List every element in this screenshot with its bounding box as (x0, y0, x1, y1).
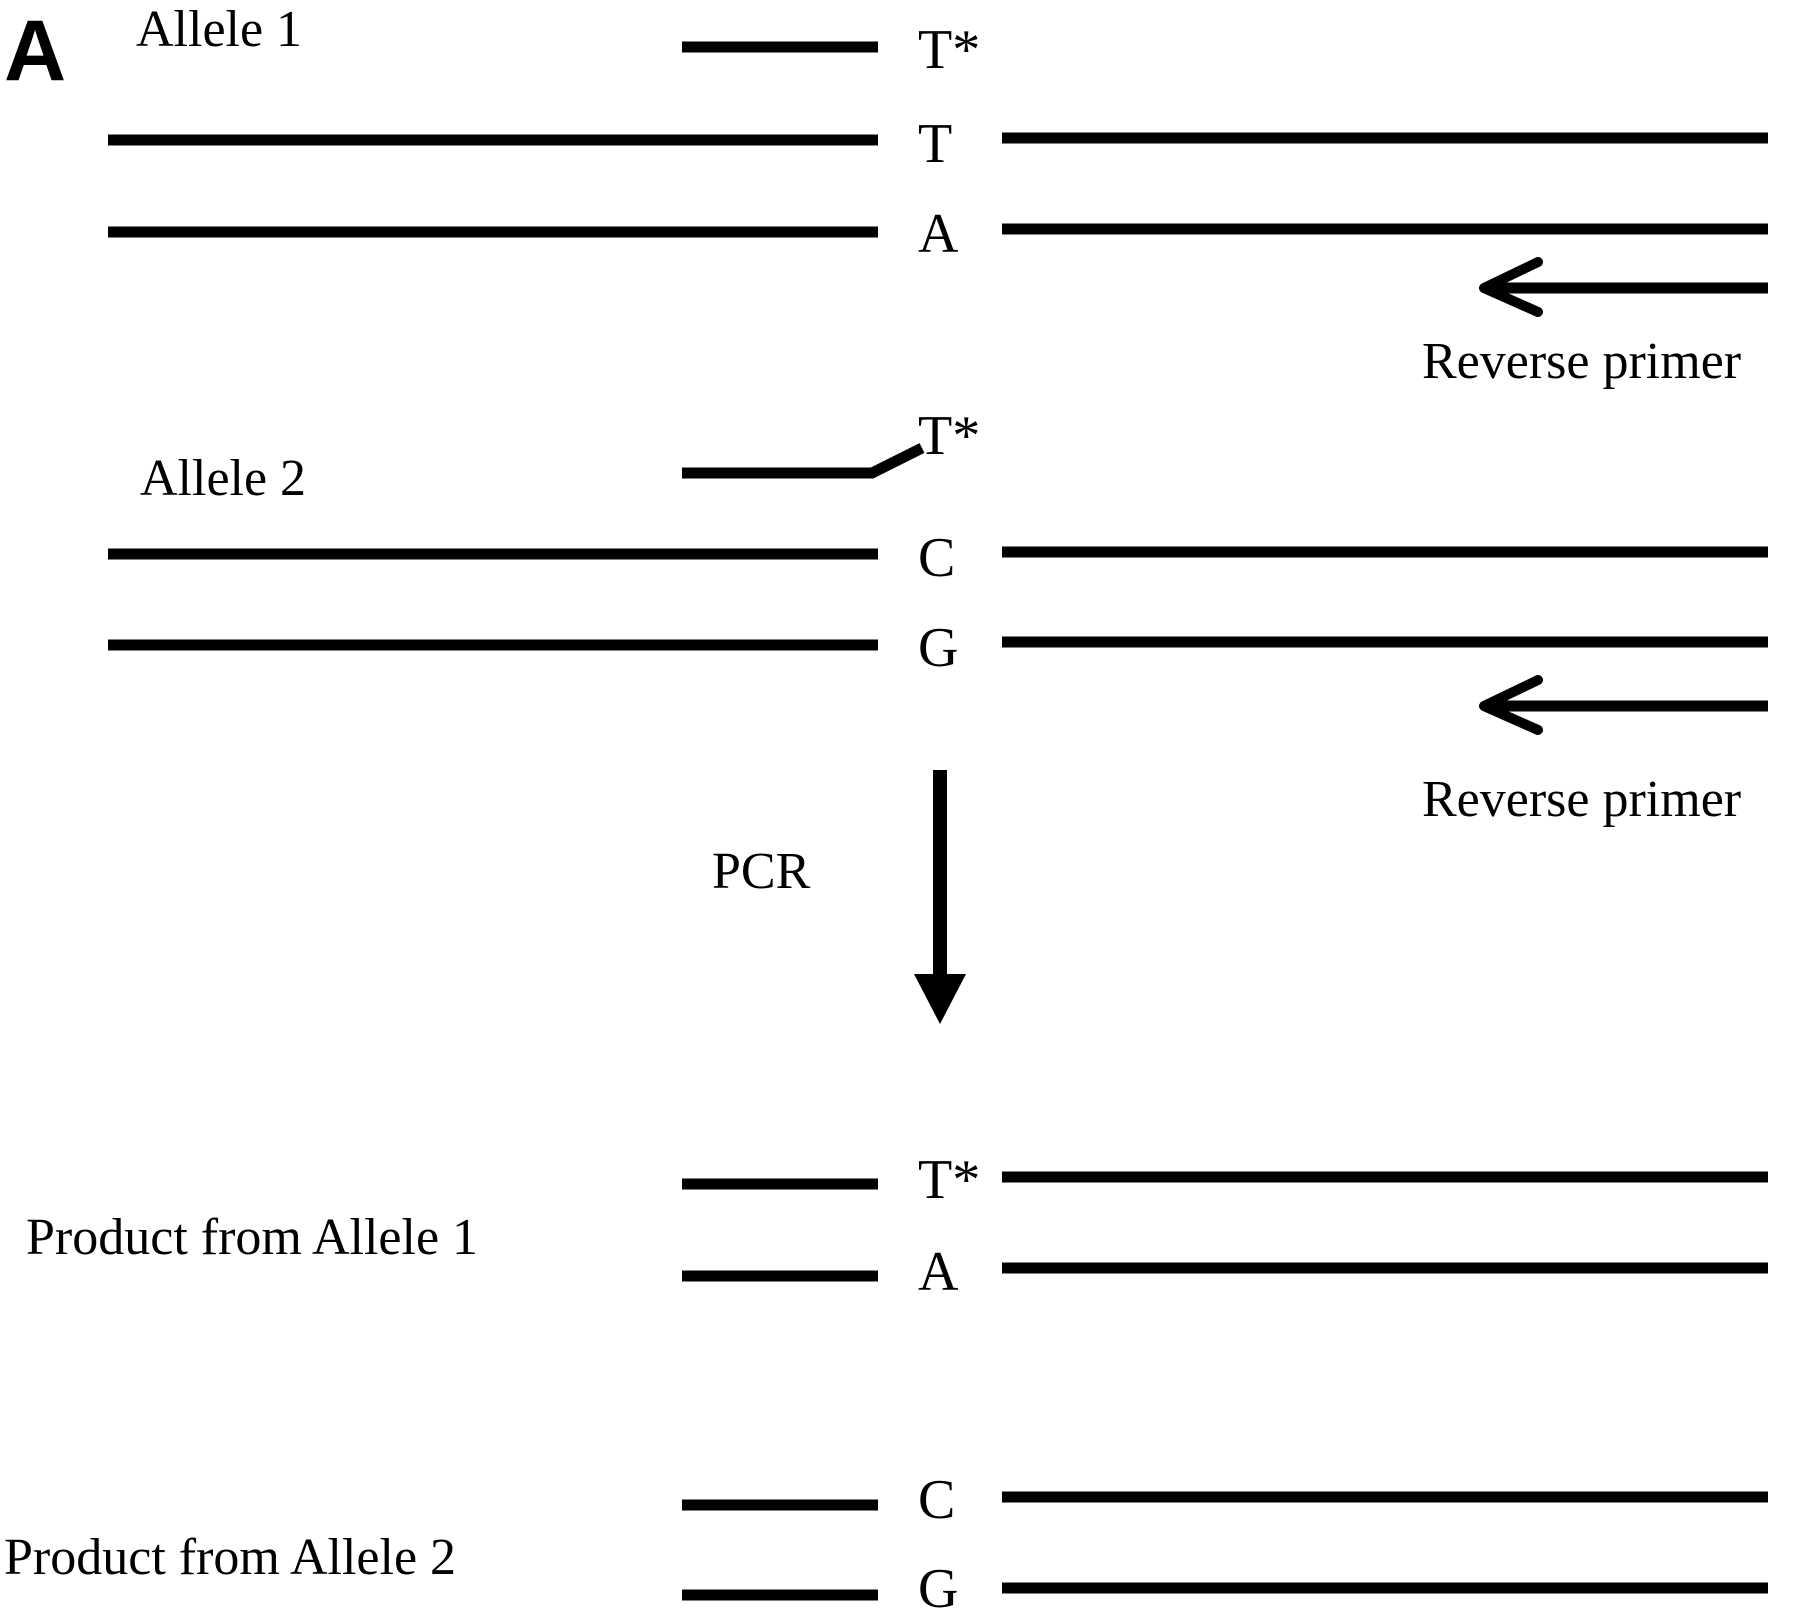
allele-2-primer-base: T* (918, 405, 980, 467)
product-2-bottom-base: G (918, 1558, 958, 1610)
allele-2-reverse-primer-arrow (1479, 675, 1768, 735)
product-2-top-base: C (918, 1469, 955, 1531)
down-arrow-icon (914, 974, 966, 1024)
product-2-group: Product from Allele 2 C G (4, 1469, 1768, 1610)
allele-2-label: Allele 2 (140, 450, 306, 507)
pcr-step: PCR (712, 770, 966, 1024)
allele-1-top-base: T (918, 113, 952, 175)
allele-1-reverse-primer-arrow (1479, 257, 1768, 317)
allele-2-bottom-base: G (918, 617, 958, 679)
product-1-label: Product from Allele 1 (26, 1209, 478, 1266)
allele-1-reverse-primer-label: Reverse primer (1422, 333, 1741, 390)
allele-2-mismatched-primer-strand (682, 443, 925, 479)
allele-1-bottom-base: A (918, 203, 959, 265)
product-1-group: Product from Allele 1 T* A (26, 1149, 1768, 1303)
allele-2-top-base: C (918, 527, 955, 589)
allele-1-label: Allele 1 (136, 1, 302, 58)
allele-1-group: Allele 1 T* T A Reverse primer (108, 1, 1768, 390)
allele-2-group: Allele 2 T* C G Reverse primer (108, 405, 1768, 828)
allele-1-primer-base: T* (918, 19, 980, 81)
allele-2-reverse-primer-label: Reverse primer (1422, 771, 1741, 828)
product-1-top-base: T* (918, 1149, 980, 1211)
product-2-label: Product from Allele 2 (4, 1529, 456, 1586)
pcr-label: PCR (712, 843, 811, 900)
panel-letter: A (4, 3, 66, 99)
product-1-bottom-base: A (918, 1241, 959, 1303)
